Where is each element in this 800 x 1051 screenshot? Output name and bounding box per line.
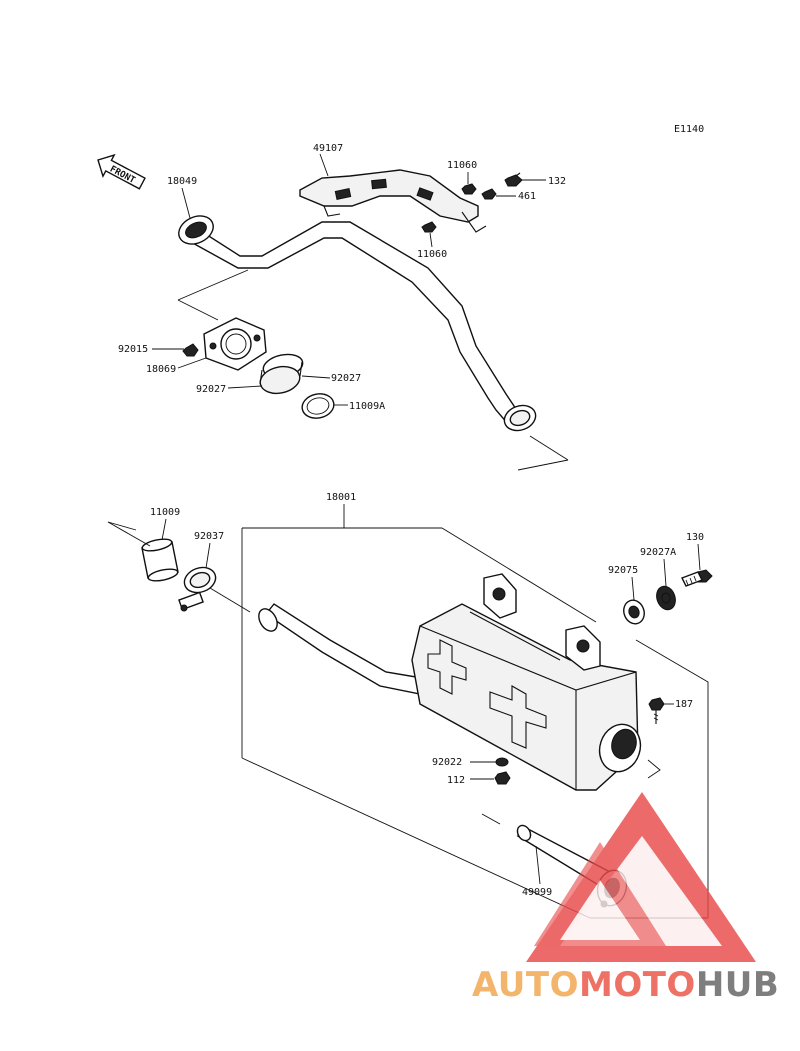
svg-text:AUTOMOTOHUB: AUTOMOTOHUB bbox=[472, 965, 779, 1005]
part-label-18001: 18001 bbox=[326, 492, 356, 503]
part-label-92015: 92015 bbox=[118, 344, 148, 355]
gasket-11009 bbox=[141, 538, 179, 582]
bolt-112 bbox=[494, 771, 511, 785]
nut-461 bbox=[481, 188, 497, 200]
part-label-92022: 92022 bbox=[432, 757, 462, 768]
part-label-11060-b: 11060 bbox=[417, 249, 447, 260]
collar-92075 bbox=[623, 599, 645, 625]
part-label-92027-b: 92027 bbox=[196, 384, 226, 395]
nut-92015 bbox=[182, 343, 199, 357]
part-label-11009: 11009 bbox=[150, 507, 180, 518]
nut-11060-lower bbox=[421, 221, 437, 233]
muffler-inlet-pipe bbox=[258, 603, 423, 695]
part-label-18069: 18069 bbox=[146, 364, 176, 375]
ring-92027 bbox=[259, 353, 304, 395]
front-arrow-icon: FRONT bbox=[97, 153, 146, 190]
part-label-92075: 92075 bbox=[608, 565, 638, 576]
part-label-130: 130 bbox=[686, 532, 704, 543]
grommet-92027a bbox=[656, 585, 676, 611]
heat-guard-bracket bbox=[299, 169, 487, 233]
part-label-92027-a: 92027 bbox=[331, 373, 361, 384]
bolt-187 bbox=[648, 697, 665, 724]
part-label-11009a: 11009A bbox=[349, 401, 385, 412]
bolt-132 bbox=[504, 172, 523, 187]
logo-text-auto: AUTO bbox=[472, 965, 579, 1005]
part-label-49099: 49099 bbox=[522, 887, 552, 898]
logo-text-hub: HUB bbox=[696, 965, 779, 1005]
gasket-11009a bbox=[301, 393, 335, 419]
head-pipe bbox=[178, 215, 537, 432]
part-label-92037: 92037 bbox=[194, 531, 224, 542]
part-label-11060-a: 11060 bbox=[447, 160, 477, 171]
logo-text-moto: MOTO bbox=[579, 965, 696, 1005]
clamp-92037 bbox=[178, 566, 217, 612]
muffler-body bbox=[411, 573, 642, 791]
part-label-92027a: 92027A bbox=[640, 547, 676, 558]
diagram-code: E1140 bbox=[674, 124, 704, 135]
part-label-112: 112 bbox=[447, 775, 465, 786]
part-label-187: 187 bbox=[675, 699, 693, 710]
logo-triangle-icon bbox=[526, 792, 756, 962]
part-label-132: 132 bbox=[548, 176, 566, 187]
bolt-130 bbox=[681, 569, 713, 587]
exhaust-flange bbox=[203, 317, 267, 371]
nut-11060-upper bbox=[461, 183, 477, 195]
automotohub-logo: AUTOMOTOHUB bbox=[472, 792, 779, 1005]
part-label-461: 461 bbox=[518, 191, 536, 202]
part-label-49107: 49107 bbox=[313, 143, 343, 154]
part-label-18049: 18049 bbox=[167, 176, 197, 187]
washer-92022 bbox=[495, 757, 509, 767]
